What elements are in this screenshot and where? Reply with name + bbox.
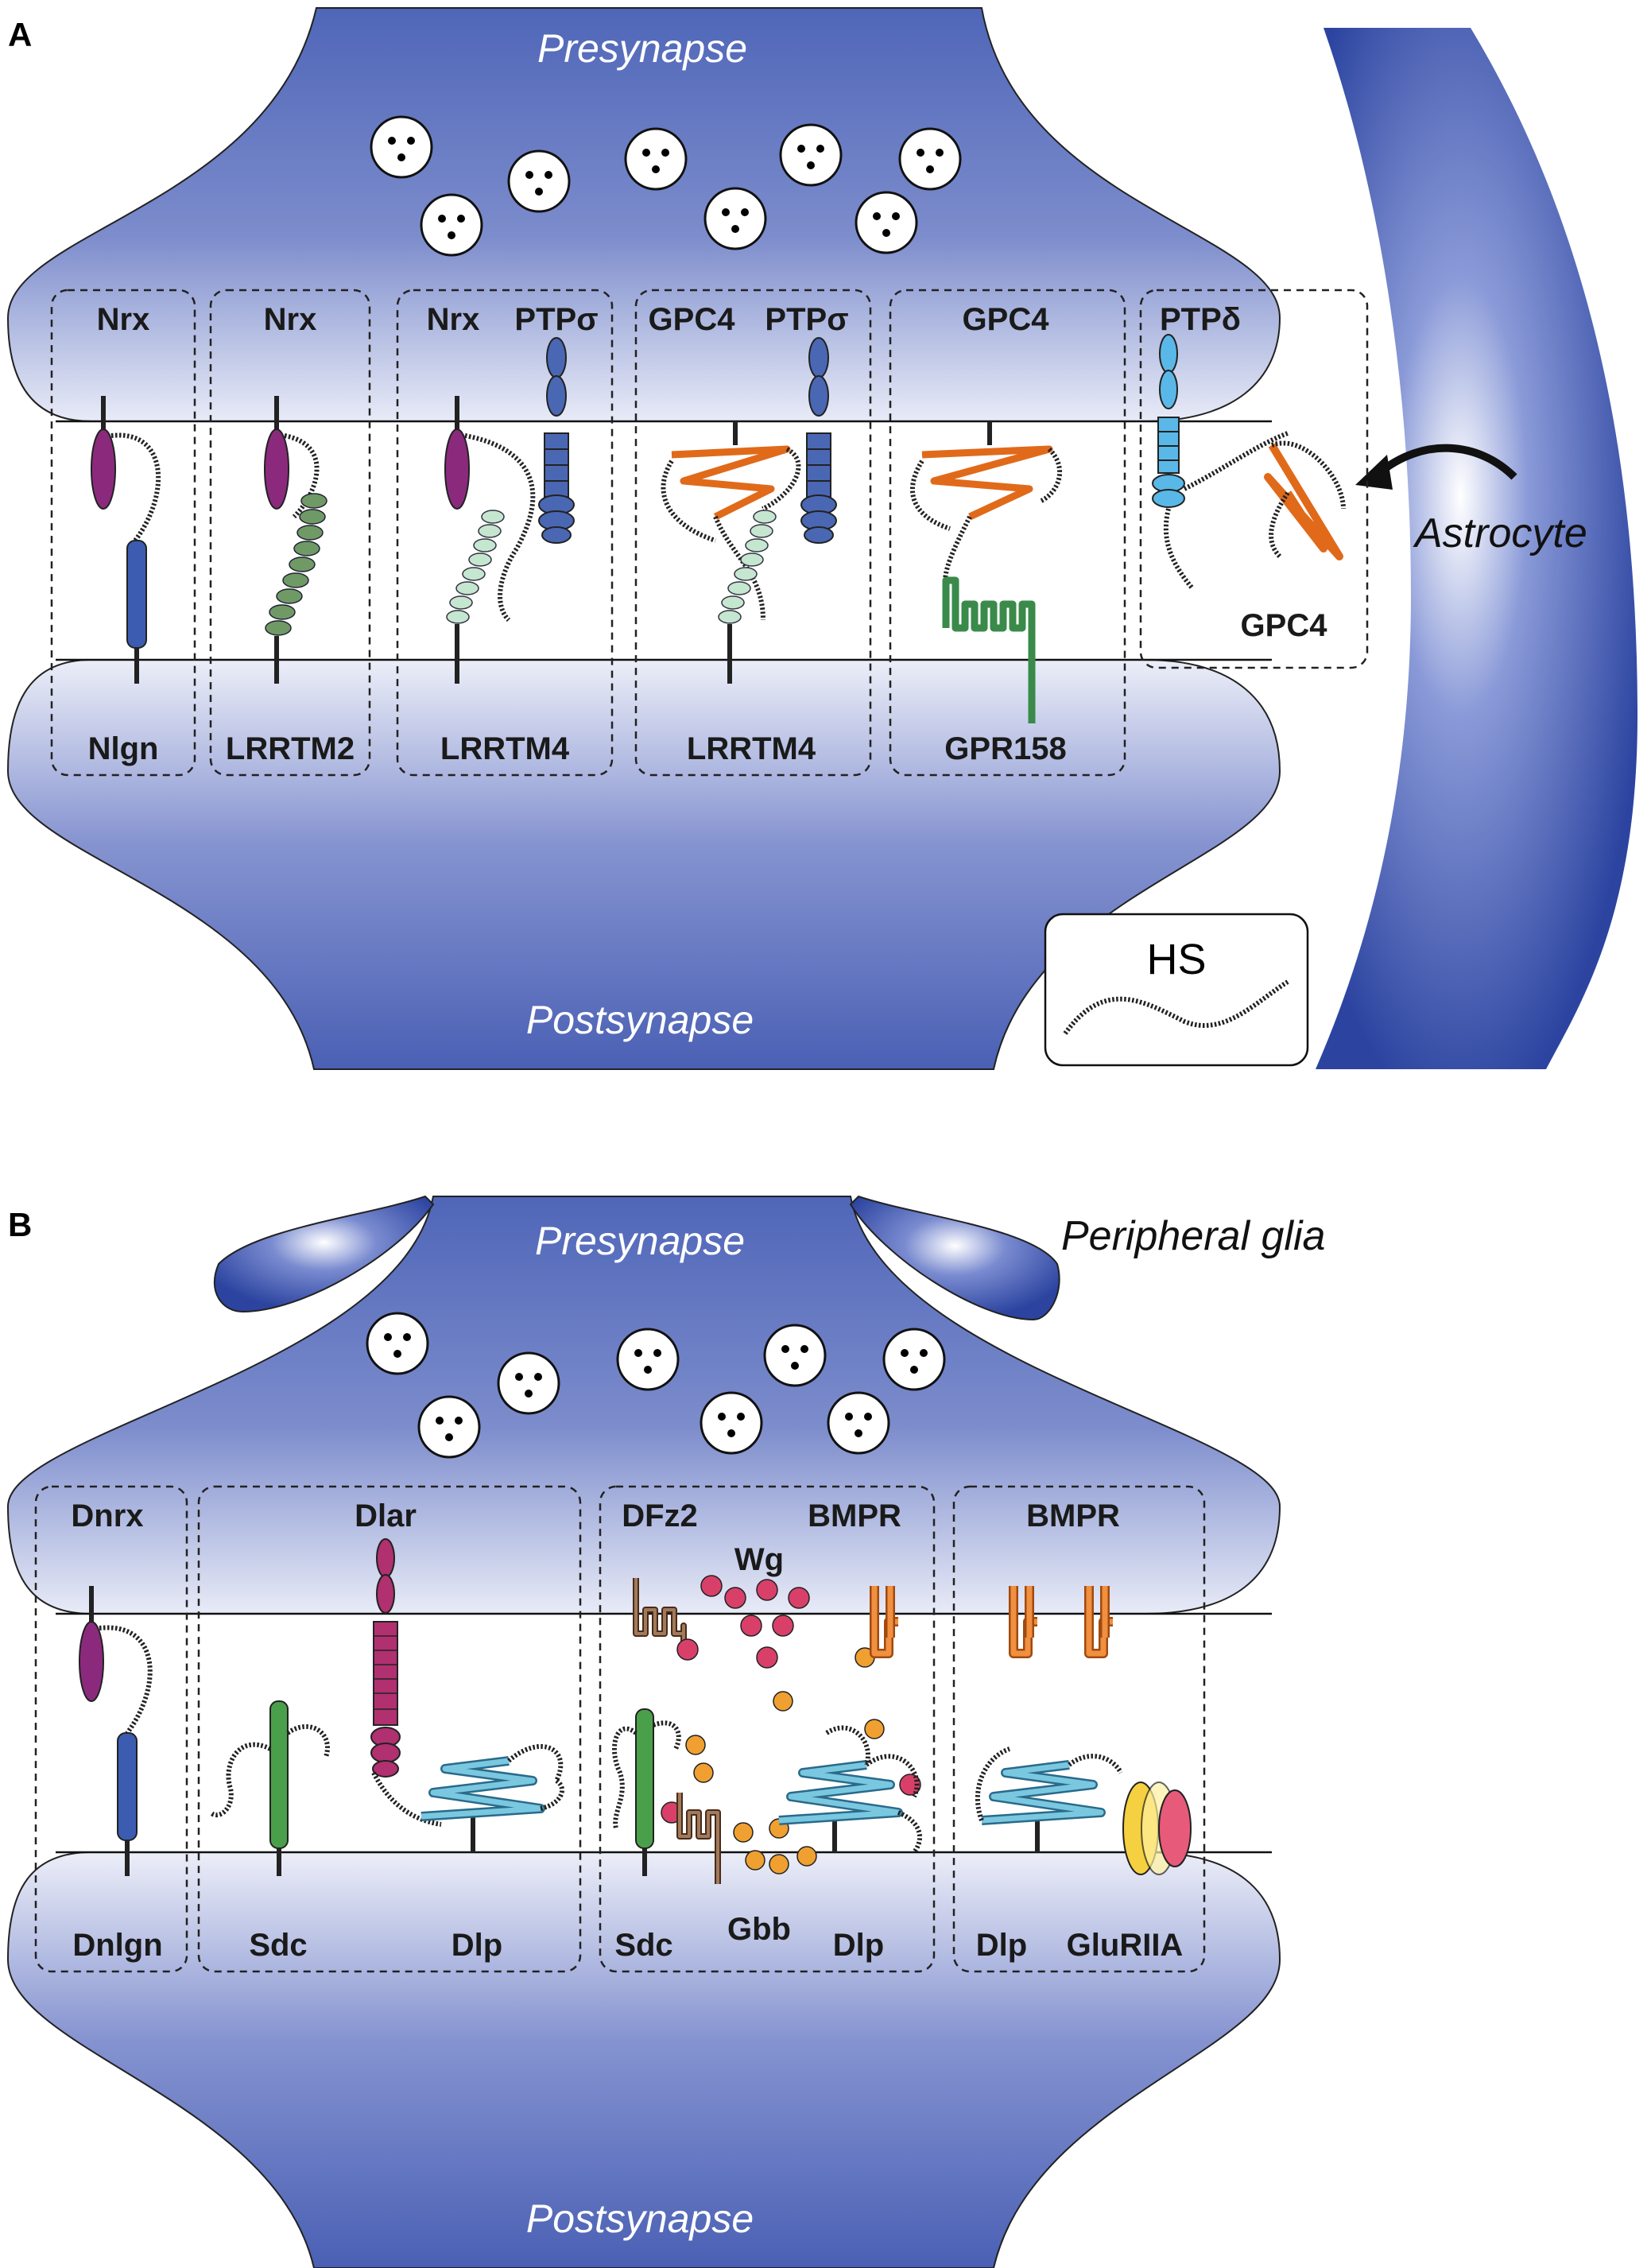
label-b2-bottom-1: Sdc — [249, 1928, 307, 1963]
complex-a2-molecules — [264, 396, 327, 684]
vesicles-a — [370, 115, 962, 257]
label-a3-top-2: PTPσ — [514, 302, 598, 337]
presynapse-label-b: Presynapse — [535, 1219, 745, 1263]
peripheral-glia-right — [849, 1195, 1060, 1321]
label-b4-bottom-2: GluRIIA — [1067, 1928, 1184, 1963]
panel-a-letter: A — [8, 16, 32, 53]
hs-legend-label: HS — [1146, 936, 1206, 983]
complex-b4-molecules — [975, 1586, 1192, 1875]
hs-legend-box — [1044, 913, 1309, 1067]
complex-a1-molecules — [91, 396, 161, 684]
label-a4-top-2: PTPσ — [765, 302, 848, 337]
complex-box-a3 — [396, 289, 614, 777]
complex-b2-molecules — [208, 1538, 565, 1876]
label-b2-top: Dlar — [355, 1498, 417, 1533]
complex-box-b3 — [599, 1485, 936, 1973]
complex-a3-molecules — [444, 337, 575, 684]
label-a6-top: PTPδ — [1160, 302, 1241, 337]
panel-b-letter: B — [8, 1206, 32, 1243]
label-a1-bottom: Nlgn — [88, 731, 159, 766]
astrocyte-cell — [1316, 28, 1637, 1069]
label-wg: Wg — [734, 1542, 784, 1577]
complex-box-a1 — [50, 289, 196, 777]
astrocyte-arrowhead — [1355, 455, 1393, 490]
label-b3-top-2: BMPR — [808, 1498, 901, 1533]
label-gbb: Gbb — [727, 1912, 791, 1947]
label-a2-bottom: LRRTM2 — [226, 731, 355, 766]
complex-a6-molecules — [1152, 334, 1346, 590]
complex-b3-molecules — [612, 1575, 923, 1884]
label-b3-bottom-2: Dlp — [833, 1928, 884, 1963]
complex-box-a4 — [634, 289, 872, 777]
label-a5-top: GPC4 — [963, 302, 1050, 337]
postsynapse-label-a: Postsynapse — [526, 998, 754, 1042]
label-b1-bottom: Dnlgn — [72, 1928, 162, 1963]
label-b2-bottom-2: Dlp — [452, 1928, 502, 1963]
label-a5-bottom: GPR158 — [944, 731, 1066, 766]
panel-b-postsynapse — [6, 1851, 1281, 2268]
complex-box-b4 — [952, 1485, 1206, 1973]
label-b3-top-1: DFz2 — [622, 1498, 698, 1533]
label-a4-top-1: GPC4 — [649, 302, 736, 337]
complex-box-b2 — [197, 1485, 582, 1973]
vesicles-b — [366, 1312, 946, 1459]
label-a3-bottom: LRRTM4 — [440, 731, 570, 766]
astrocyte-label: Astrocyte — [1413, 510, 1587, 556]
label-b3-bottom-1: Sdc — [614, 1928, 672, 1963]
label-a1-top: Nrx — [97, 302, 150, 337]
astrocyte-arrow — [1376, 444, 1517, 480]
complex-a5-molecules — [909, 421, 1063, 723]
complex-box-a6 — [1139, 289, 1369, 669]
peripheral-glia-left — [213, 1195, 435, 1313]
label-b4-bottom-1: Dlp — [976, 1928, 1027, 1963]
complex-a4-molecules — [661, 337, 837, 684]
label-a4-bottom: LRRTM4 — [687, 731, 816, 766]
presynapse-label-a: Presynapse — [537, 26, 747, 71]
peripheral-glia-label: Peripheral glia — [1061, 1213, 1325, 1259]
postsynapse-label-b: Postsynapse — [526, 2196, 754, 2241]
panel-a-postsynapse — [6, 659, 1281, 1070]
complex-b1-molecules — [79, 1586, 153, 1876]
label-a3-top-1: Nrx — [427, 302, 480, 337]
complex-box-b1 — [34, 1485, 188, 1973]
label-b4-top: BMPR — [1026, 1498, 1120, 1533]
label-a6-bottom: GPC4 — [1241, 608, 1328, 643]
complex-box-a5 — [889, 289, 1126, 777]
hs-legend-chain — [1063, 979, 1289, 1035]
label-a2-top: Nrx — [264, 302, 317, 337]
complex-box-a2 — [209, 289, 371, 777]
label-b1-top: Dnrx — [71, 1498, 143, 1533]
